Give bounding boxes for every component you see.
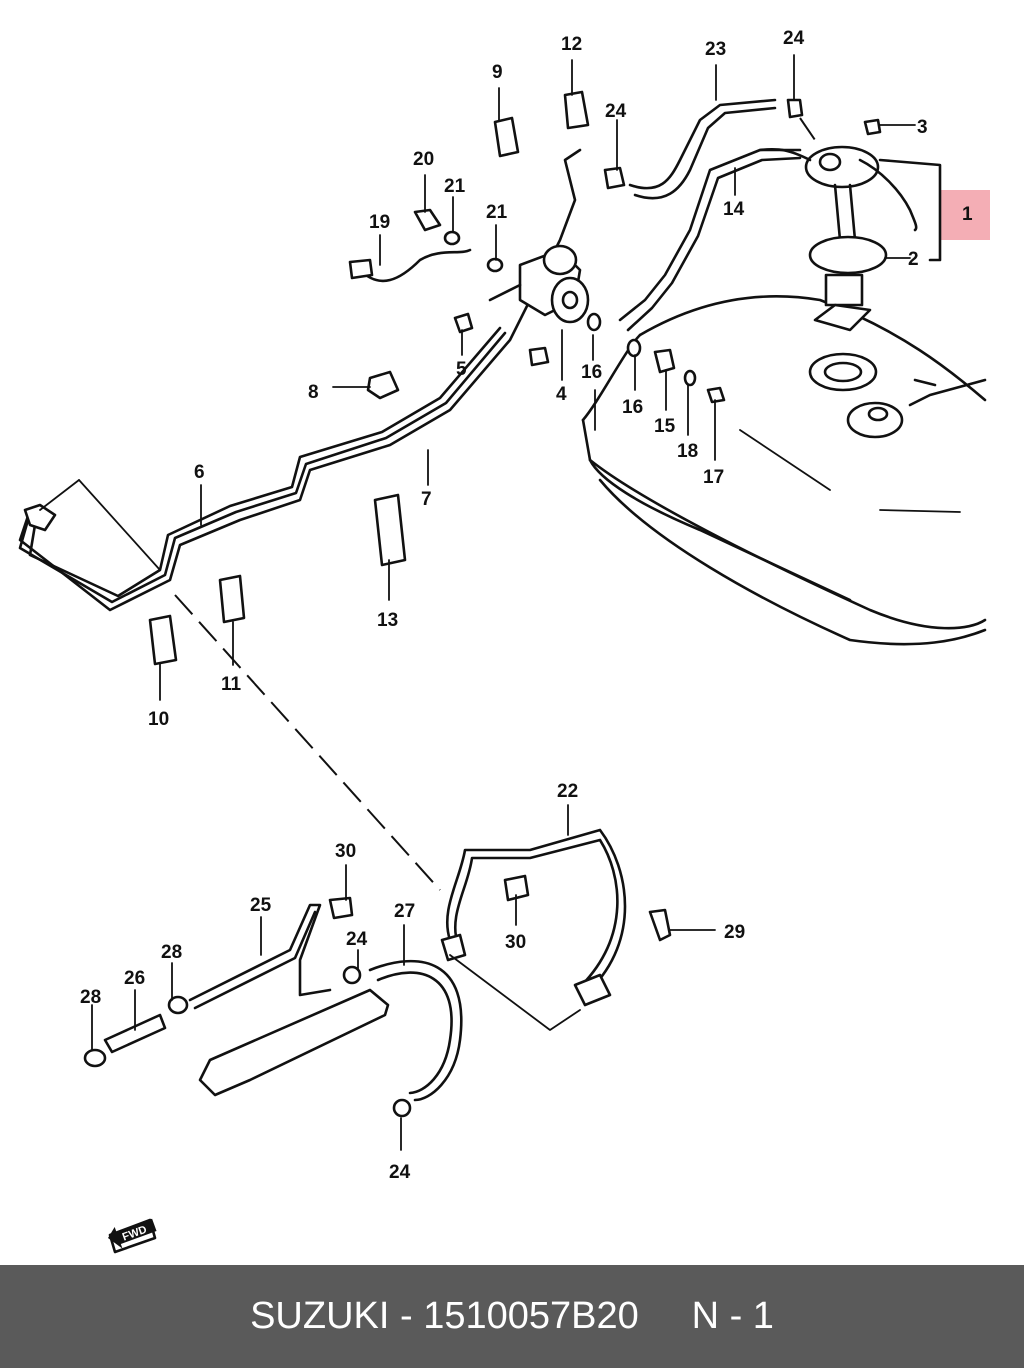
label-1: 1 — [962, 204, 973, 225]
label-3: 3 — [917, 117, 928, 138]
return-hose — [628, 98, 777, 200]
fuel-system-exploded-diagram: 1 2 3 4 5 6 7 8 9 10 11 12 13 14 15 16 1… — [18, 28, 987, 1254]
label-24c: 24 — [346, 929, 368, 950]
fuel-feed-lines — [18, 148, 582, 612]
fuel-tank — [581, 295, 987, 646]
label-24b: 24 — [605, 101, 627, 122]
label-27: 27 — [394, 901, 415, 922]
leader-lines — [39, 54, 916, 1151]
label-9: 9 — [492, 62, 503, 83]
label-16a: 16 — [581, 362, 602, 383]
label-28a: 28 — [161, 942, 182, 963]
clamps-and-brackets — [148, 90, 882, 666]
label-12: 12 — [561, 34, 582, 55]
label-17: 17 — [703, 467, 724, 488]
label-19: 19 — [369, 212, 390, 233]
label-14: 14 — [723, 199, 745, 220]
label-21a: 21 — [444, 176, 466, 197]
label-24d: 24 — [389, 1162, 411, 1183]
label-13: 13 — [377, 610, 398, 631]
label-18: 18 — [677, 441, 698, 462]
label-28b: 28 — [80, 987, 101, 1008]
label-24a: 24 — [783, 28, 805, 49]
position-reference: N - 1 — [691, 1295, 774, 1337]
label-20: 20 — [413, 149, 434, 170]
label-16b: 16 — [622, 397, 643, 418]
label-5: 5 — [456, 359, 467, 380]
label-26: 26 — [124, 968, 145, 989]
label-15: 15 — [654, 416, 676, 437]
label-30a: 30 — [335, 841, 356, 862]
label-4: 4 — [556, 384, 567, 405]
lower-fuel-rail-assembly — [83, 828, 672, 1254]
label-10: 10 — [148, 709, 169, 730]
label-11: 11 — [221, 674, 242, 695]
label-30b: 30 — [505, 932, 526, 953]
footer-gap — [639, 1295, 692, 1338]
label-8: 8 — [308, 382, 319, 403]
label-29: 29 — [724, 922, 745, 943]
label-21b: 21 — [486, 202, 508, 223]
label-23: 23 — [705, 39, 726, 60]
callout-labels: 1 2 3 4 5 6 7 8 9 10 11 12 13 14 15 16 1… — [80, 28, 973, 1183]
part-number: 1510057B20 — [423, 1295, 639, 1337]
fuel-pump-assembly — [758, 145, 942, 439]
fuel-filter — [488, 244, 602, 332]
highlighted-part-callout — [941, 190, 990, 240]
label-7: 7 — [421, 489, 432, 510]
brand-name: SUZUKI — [250, 1295, 390, 1337]
feed-hose — [618, 148, 802, 332]
label-6: 6 — [194, 462, 205, 483]
footer-separator: - — [389, 1295, 424, 1337]
footer-bar: SUZUKI - 1510057B20 N - 1 — [0, 1265, 1024, 1368]
label-25: 25 — [250, 895, 272, 916]
label-22: 22 — [557, 781, 578, 802]
label-2: 2 — [908, 249, 919, 270]
